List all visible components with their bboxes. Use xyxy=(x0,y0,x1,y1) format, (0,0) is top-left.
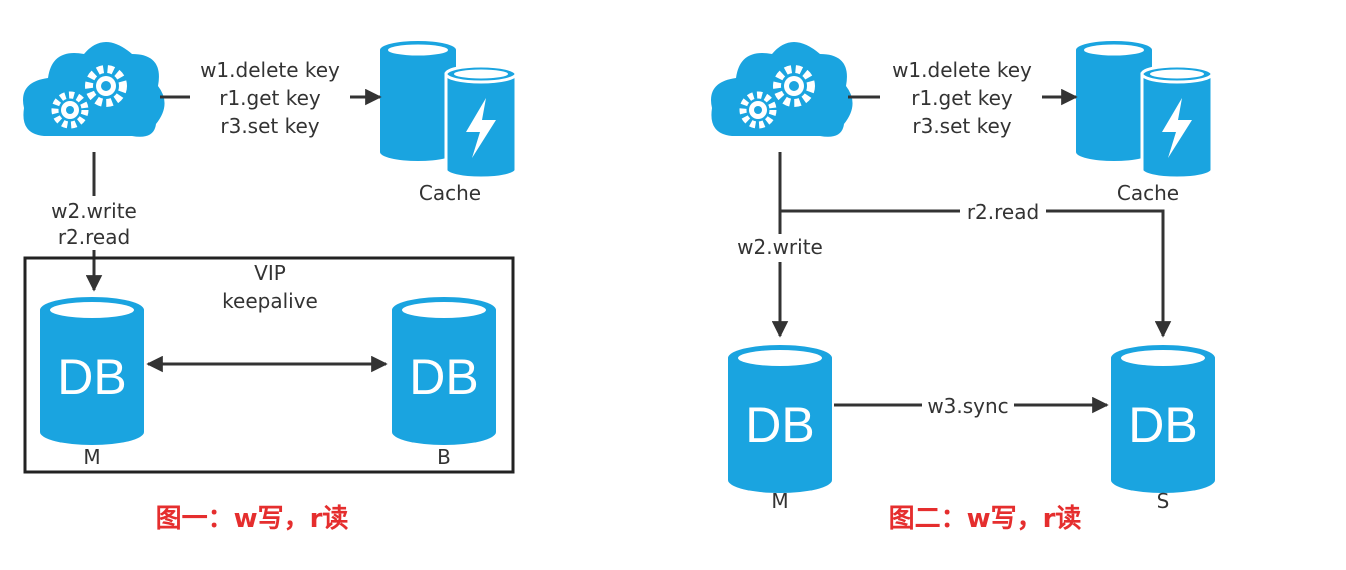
edge-label-write: w2.write xyxy=(51,199,137,223)
edge-label-get: r1.get key xyxy=(219,86,321,110)
db2-master-text: DB xyxy=(745,397,814,453)
edge2-label-sync: w3.sync xyxy=(927,394,1008,418)
cache-label: Cache xyxy=(419,181,481,205)
edge2-label-read: r2.read xyxy=(967,200,1039,224)
edge2-read-arrow xyxy=(1046,209,1172,338)
edge2-label-get: r1.get key xyxy=(911,86,1013,110)
db-backup-text: DB xyxy=(409,349,478,405)
db2-slave-label: S xyxy=(1157,489,1170,513)
db-master-label: M xyxy=(83,445,100,469)
edge-label-delete: w1.delete key xyxy=(200,58,340,82)
cache-label-2: Cache xyxy=(1117,181,1179,205)
edge2-label-set: r3.set key xyxy=(912,114,1011,138)
vip-label: VIP xyxy=(254,261,286,285)
edge-label-read: r2.read xyxy=(58,225,130,249)
figure-1: Cache w1.delete key r1.get key r3.set ke… xyxy=(23,39,518,534)
figure-2-caption: 图二：w写，r读 xyxy=(889,504,1082,534)
app-cloud-icon xyxy=(23,42,165,137)
db-backup-label: B xyxy=(437,445,451,469)
figure-2: Cache w1.delete key r1.get key r3.set ke… xyxy=(711,41,1215,534)
db2-slave-text: DB xyxy=(1128,397,1197,453)
db-master-text: DB xyxy=(57,349,126,405)
cache-icon-2 xyxy=(1074,39,1214,180)
cache-icon xyxy=(378,39,518,180)
edge-label-set: r3.set key xyxy=(220,114,319,138)
db2-master-label: M xyxy=(771,489,788,513)
app-cloud-icon-2 xyxy=(711,42,853,137)
vip-keepalive-box xyxy=(23,256,515,474)
figure-1-caption: 图一：w写，r读 xyxy=(156,504,349,534)
edge2-label-delete: w1.delete key xyxy=(892,58,1032,82)
keepalive-label: keepalive xyxy=(222,289,318,313)
edge2-label-write: w2.write xyxy=(737,235,823,259)
